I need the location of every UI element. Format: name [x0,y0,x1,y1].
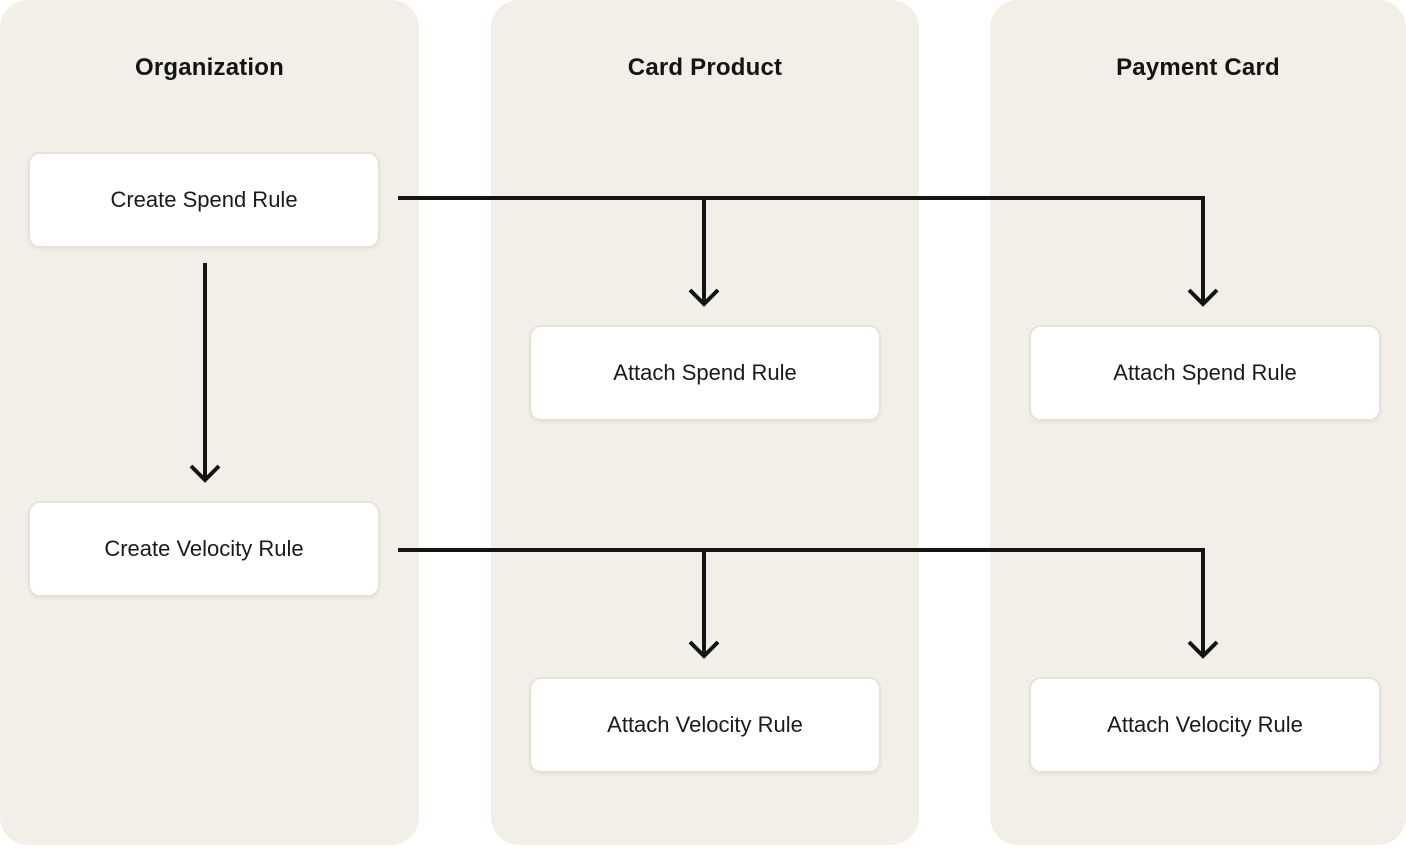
column-card-product-title: Card Product [627,54,783,81]
node-create-spend-rule: Create Spend Rule [28,152,380,248]
node-payment-card-attach-velocity-rule: Attach Velocity Rule [1029,677,1381,773]
node-card-product-attach-spend-rule: Attach Spend Rule [529,325,881,421]
column-organization-title: Organization [134,54,285,81]
node-payment-card-attach-spend-rule: Attach Spend Rule [1029,325,1381,421]
node-create-velocity-rule: Create Velocity Rule [28,501,380,597]
column-organization: Organization [0,0,419,845]
node-card-product-attach-velocity-rule: Attach Velocity Rule [529,677,881,773]
column-payment-card-title: Payment Card [1116,54,1280,81]
